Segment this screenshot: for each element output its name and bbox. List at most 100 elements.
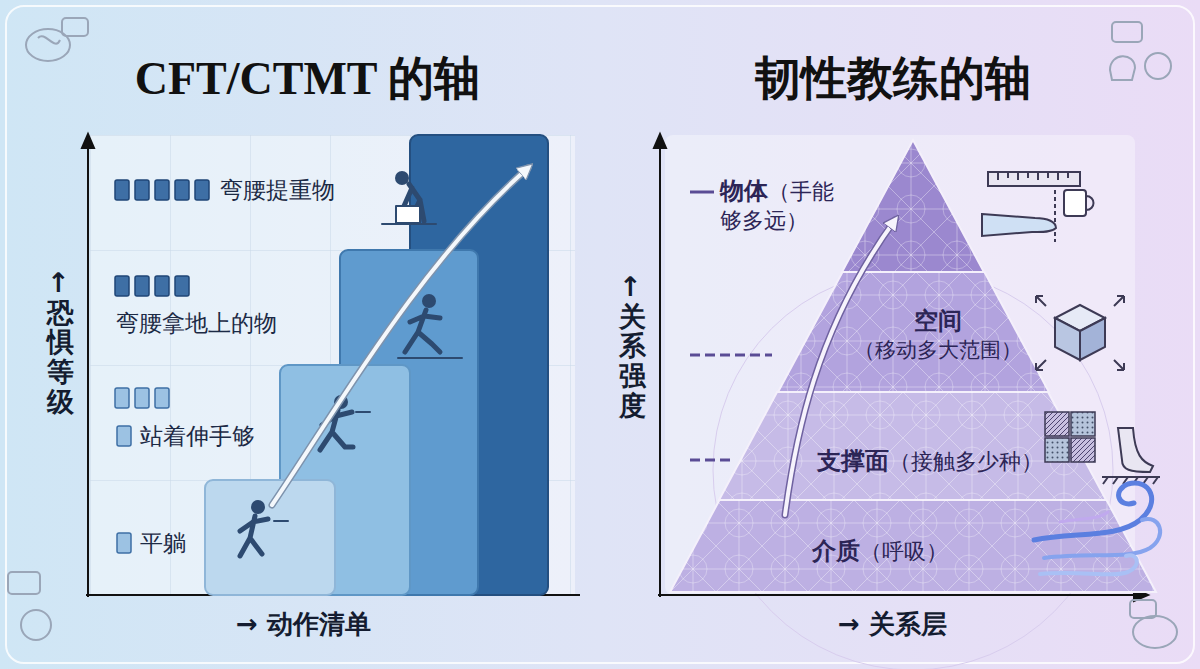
surface-swatches: [1045, 412, 1095, 462]
axis-label: ↑ 关系强度: [619, 272, 646, 420]
text-box: 支撑面（接触多少种）: [810, 446, 1050, 477]
step-label: 弯腰提重物: [220, 176, 335, 204]
reach-icon: [1086, 196, 1094, 210]
wind-icon: [1044, 519, 1160, 558]
left-axes: [82, 134, 94, 148]
frame: [6, 6, 1194, 663]
layer-note: （接触多少种）: [889, 449, 1043, 474]
wind-icon: [1034, 483, 1152, 540]
layer-web: [842, 140, 984, 272]
level-squares: [195, 180, 209, 200]
layer-markers: [690, 459, 735, 462]
panel: CFT/CTMT 的轴: [20, 20, 595, 660]
layer-name: 支撑面: [817, 447, 889, 475]
axis-label: ↑ 恐惧等级: [47, 268, 74, 416]
reach-icon: [998, 172, 1068, 180]
stick-figures: [240, 516, 268, 556]
layer-name: 物体: [720, 177, 768, 205]
reach-icon: [982, 214, 1056, 236]
relation-arrow: [785, 220, 895, 515]
level-squares: [135, 388, 149, 408]
left-panel-ground: [90, 135, 575, 595]
stick-figures: [422, 294, 436, 308]
corner-icons: [62, 18, 88, 36]
space-cube: [1036, 296, 1124, 370]
surface-swatches: [1045, 412, 1069, 436]
step-bars: [205, 480, 335, 595]
text-box: 空间（移动多大范围）: [838, 306, 1038, 364]
text-box: 韧性教练的轴: [600, 48, 1185, 110]
corner-icons: [1145, 53, 1171, 79]
level-squares: [115, 388, 169, 553]
layer-markers: [690, 354, 772, 357]
text-box: 介质（呼吸）: [790, 536, 970, 567]
level-squares: [115, 180, 129, 200]
reach-icon: [988, 172, 1080, 186]
stick-figures: [382, 223, 436, 225]
stick-figures: [405, 310, 440, 352]
layer-markers: [690, 191, 714, 194]
wind-icon: [1060, 512, 1108, 522]
level-squares: [135, 180, 149, 200]
layer-web: [719, 392, 1106, 500]
stick-figures: [251, 500, 265, 514]
stick-figures: [274, 520, 288, 522]
relation-arrow: [785, 220, 895, 515]
step-label: 站着伸手够: [140, 422, 255, 450]
corner-icons: [8, 18, 1177, 648]
level-squares: [117, 533, 131, 553]
level-squares: [115, 276, 129, 296]
reach-icon: [982, 172, 1094, 242]
left-panel-ground: [90, 135, 575, 595]
right-axes: [658, 594, 1140, 596]
layer-note: （呼吸）: [860, 539, 948, 564]
layer-name: 空间: [838, 306, 1038, 337]
level-squares: [115, 180, 209, 296]
foot-icon: [1102, 428, 1160, 484]
corner-icons: [21, 610, 51, 640]
progress-arrow: [272, 168, 528, 505]
pyramid-layer: 支撑面（接触多少种）: [719, 392, 1106, 500]
progress-arrow: [272, 168, 528, 505]
pyramid-layer: 物体（手能够多远）: [842, 140, 984, 272]
level-squares: [115, 388, 129, 408]
stick-figures: [398, 357, 462, 359]
stick-figures: [356, 411, 370, 413]
layer-shape: [842, 140, 984, 272]
text-box: CFT/CTMT 的轴: [20, 48, 595, 110]
left-axes: [82, 134, 580, 597]
level-squares: [155, 180, 169, 200]
corner-icons: [1130, 600, 1156, 618]
layer-web: [670, 500, 1156, 592]
text-box: 物体（手能够多远）: [720, 176, 845, 236]
space-cube: [1080, 318, 1105, 360]
frame: [6, 6, 1194, 663]
right-axes: [659, 142, 661, 597]
level-squares: [175, 276, 189, 296]
level-squares: [155, 388, 169, 408]
layer-fill: [842, 140, 984, 272]
step-label: 平躺: [140, 529, 186, 557]
layer-note: （移动多大范围）: [838, 337, 1038, 364]
surface-swatches: [1071, 438, 1095, 462]
axis-label: → 关系层: [838, 610, 947, 638]
corner-icons: [1112, 22, 1142, 42]
layer-name: 介质: [812, 537, 860, 565]
space-cube: [1036, 296, 1124, 370]
reach-icon: [1064, 190, 1086, 216]
level-squares: [115, 180, 209, 553]
right-axes: [654, 134, 666, 148]
wind-icon: [1034, 483, 1160, 574]
space-cube: [1055, 318, 1080, 360]
level-squares: [155, 276, 169, 296]
reach-icon: [1054, 190, 1056, 242]
right-panel-ground: [713, 270, 1113, 669]
level-squares: [117, 426, 131, 446]
stick-figures: [396, 206, 420, 223]
corner-icons: [38, 36, 60, 43]
level-squares: [175, 180, 189, 200]
axis-label: → 动作清单: [236, 610, 371, 638]
step-bars: [205, 135, 548, 595]
step-label: 弯腰拿地上的物: [116, 309, 277, 337]
